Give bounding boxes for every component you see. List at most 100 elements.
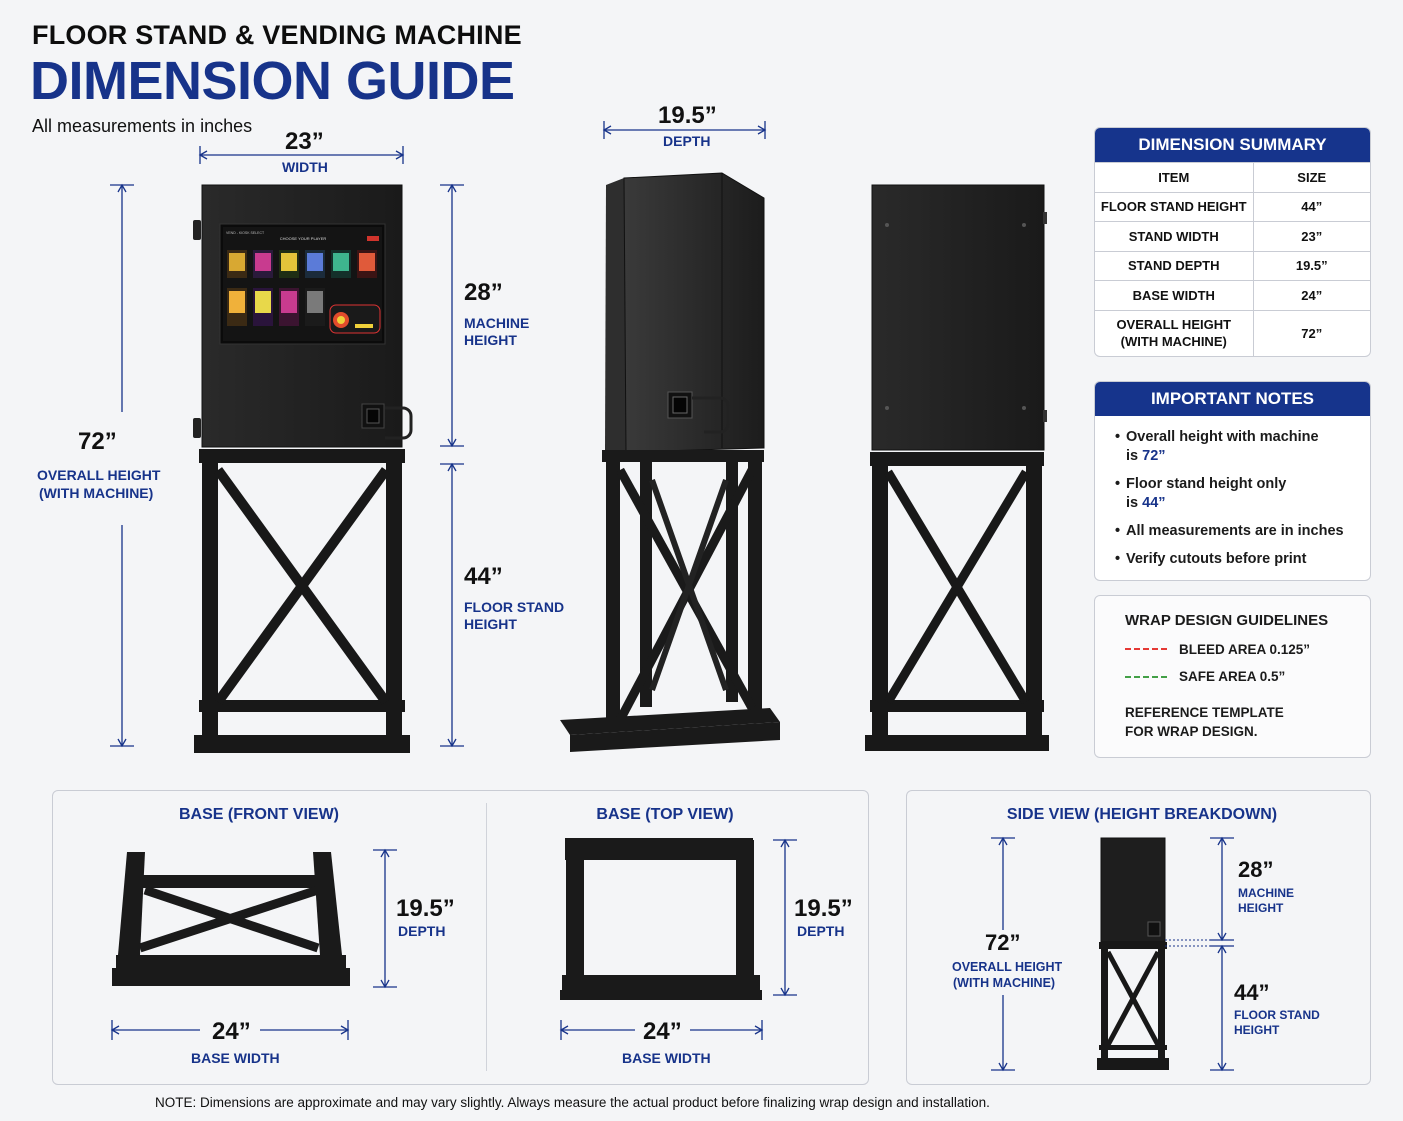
base-top-title: BASE (TOP VIEW) bbox=[596, 806, 734, 823]
front-width-dim-line bbox=[198, 146, 405, 164]
front-stand-label-1: FLOOR STAND bbox=[464, 599, 565, 615]
breakdown-overall-label-1: OVERALL HEIGHT bbox=[952, 960, 1063, 974]
wrap-reference-line-2: FOR WRAP DESIGN. bbox=[1125, 724, 1258, 739]
note-text: Overall height with machine bbox=[1126, 429, 1319, 445]
wrap-reference-line-1: REFERENCE TEMPLATE bbox=[1125, 705, 1284, 720]
base-views-panel bbox=[52, 790, 869, 1085]
summary-size: 44” bbox=[1253, 191, 1370, 222]
summary-size: 19.5” bbox=[1253, 250, 1370, 281]
notes-list: Overall height with machine is 72” Floor … bbox=[1095, 416, 1370, 569]
note-text: Floor stand height only bbox=[1126, 476, 1287, 492]
base-front-title: BASE (FRONT VIEW) bbox=[179, 806, 339, 823]
screen-header: CHOOSE YOUR PLAYER bbox=[280, 236, 327, 241]
wrap-guidelines-panel: WRAP DESIGN GUIDELINES BLEED AREA 0.125”… bbox=[1094, 595, 1371, 758]
breakdown-stand-label-2: HEIGHT bbox=[1234, 1023, 1280, 1037]
front-stand-value: 44” bbox=[464, 563, 503, 590]
list-item: All measurements are in inches bbox=[1115, 522, 1370, 541]
breakdown-overall-dim-line bbox=[991, 836, 1015, 1072]
side-depth-dim-line bbox=[602, 121, 767, 139]
subtitle: All measurements in inches bbox=[32, 116, 253, 136]
screen-brand: VEND - KIOSK SELECT bbox=[226, 231, 265, 235]
front-machine-label-1: MACHINE bbox=[464, 315, 530, 331]
table-row: STAND WIDTH 23” bbox=[1095, 221, 1370, 251]
bleed-line-icon bbox=[1125, 648, 1167, 650]
summary-item: STAND WIDTH bbox=[1095, 221, 1254, 251]
note-highlight: 72” bbox=[1142, 448, 1166, 464]
important-notes-title: IMPORTANT NOTES bbox=[1095, 382, 1370, 416]
base-front-width-dim-line bbox=[110, 1020, 350, 1040]
base-front-width-value: 24” bbox=[212, 1018, 251, 1045]
note-text: Verify cutouts before print bbox=[1126, 551, 1307, 567]
front-machine-dim-line bbox=[440, 183, 464, 748]
table-row: FLOOR STAND HEIGHT 44” bbox=[1095, 191, 1370, 222]
panel-divider bbox=[486, 803, 487, 1071]
base-top-depth-value: 19.5” bbox=[794, 895, 853, 922]
safe-area-label: SAFE AREA 0.5” bbox=[1179, 669, 1286, 684]
front-overall-label-1: OVERALL HEIGHT bbox=[37, 467, 161, 483]
base-front-depth-dim-line bbox=[373, 848, 397, 989]
note-text: is bbox=[1126, 448, 1143, 464]
screen-products bbox=[227, 250, 381, 334]
summary-item: OVERALL HEIGHT(WITH MACHINE) bbox=[1095, 309, 1254, 356]
summary-item: BASE WIDTH bbox=[1095, 280, 1254, 310]
dimension-summary-title: DIMENSION SUMMARY bbox=[1095, 128, 1370, 162]
breakdown-drawing bbox=[991, 836, 1234, 1072]
front-width-label: WIDTH bbox=[282, 159, 328, 175]
side-floor-stand bbox=[560, 450, 780, 752]
side-machine-front-edge bbox=[605, 178, 626, 452]
height-breakdown-panel bbox=[906, 790, 1371, 1085]
summary-size: 23” bbox=[1253, 221, 1370, 251]
table-row: OVERALL HEIGHT(WITH MACHINE) 72” bbox=[1095, 309, 1370, 356]
breakdown-stand-label-1: FLOOR STAND bbox=[1234, 1008, 1320, 1022]
back-view bbox=[865, 184, 1049, 751]
summary-item-line-1: OVERALL HEIGHT bbox=[1116, 317, 1232, 333]
note-text: All measurements are in inches bbox=[1126, 523, 1344, 539]
side-depth-value: 19.5” bbox=[658, 102, 717, 129]
front-machine-label-2: HEIGHT bbox=[464, 332, 517, 348]
note-text: is bbox=[1126, 495, 1143, 511]
front-stand-label-2: HEIGHT bbox=[464, 616, 517, 632]
base-front-depth-label: DEPTH bbox=[398, 923, 446, 939]
table-row: STAND DEPTH 19.5” bbox=[1095, 250, 1370, 281]
breakdown-machine-value: 28” bbox=[1238, 857, 1274, 882]
breakdown-overall-label-2: (WITH MACHINE) bbox=[953, 976, 1056, 990]
base-top-depth-label: DEPTH bbox=[797, 923, 845, 939]
breakdown-stand-value: 44” bbox=[1234, 980, 1270, 1005]
safe-line-icon bbox=[1125, 676, 1167, 678]
table-row: BASE WIDTH 24” bbox=[1095, 280, 1370, 310]
height-breakdown-title: SIDE VIEW (HEIGHT BREAKDOWN) bbox=[1006, 806, 1278, 823]
base-top-drawing bbox=[559, 838, 797, 1040]
list-item: Verify cutouts before print bbox=[1115, 550, 1370, 569]
base-top-width-label: BASE WIDTH bbox=[622, 1050, 711, 1066]
hinge-icon bbox=[193, 418, 201, 438]
breakdown-machine-label-2: HEIGHT bbox=[1238, 901, 1284, 915]
base-front-width-label: BASE WIDTH bbox=[191, 1050, 280, 1066]
breakdown-overall-value: 72” bbox=[985, 930, 1021, 955]
list-item: Floor stand height only is 44” bbox=[1115, 475, 1370, 513]
base-front-drawing bbox=[110, 848, 397, 1040]
list-item: Overall height with machine is 72” bbox=[1115, 428, 1370, 466]
summary-item: FLOOR STAND HEIGHT bbox=[1095, 191, 1254, 222]
side-depth-label: DEPTH bbox=[663, 133, 711, 149]
back-floor-stand bbox=[865, 452, 1049, 751]
front-machine-value: 28” bbox=[464, 279, 503, 306]
dimension-summary-table: ITEM SIZE FLOOR STAND HEIGHT 44” STAND W… bbox=[1095, 162, 1370, 356]
important-notes-panel: IMPORTANT NOTES Overall height with mach… bbox=[1094, 381, 1371, 581]
base-top-width-dim-line bbox=[559, 1020, 764, 1040]
page-title: DIMENSION GUIDE bbox=[30, 51, 515, 111]
breakdown-machine-label-1: MACHINE bbox=[1238, 886, 1294, 900]
front-overall-dim-line bbox=[110, 183, 134, 748]
note-highlight: 44” bbox=[1142, 495, 1166, 511]
back-screws bbox=[885, 223, 1026, 410]
title-top: FLOOR STAND & VENDING MACHINE bbox=[32, 20, 522, 50]
footnote: NOTE: Dimensions are approximate and may… bbox=[155, 1095, 990, 1110]
summary-item: STAND DEPTH bbox=[1095, 250, 1254, 281]
front-floor-stand bbox=[194, 449, 410, 753]
summary-col-item: ITEM bbox=[1095, 162, 1254, 192]
front-overall-value: 72” bbox=[78, 428, 117, 455]
base-top-width-value: 24” bbox=[643, 1018, 682, 1045]
summary-item-line-2: (WITH MACHINE) bbox=[1120, 334, 1227, 350]
bleed-area-label: BLEED AREA 0.125” bbox=[1179, 642, 1311, 657]
hinge-icon bbox=[193, 220, 201, 240]
